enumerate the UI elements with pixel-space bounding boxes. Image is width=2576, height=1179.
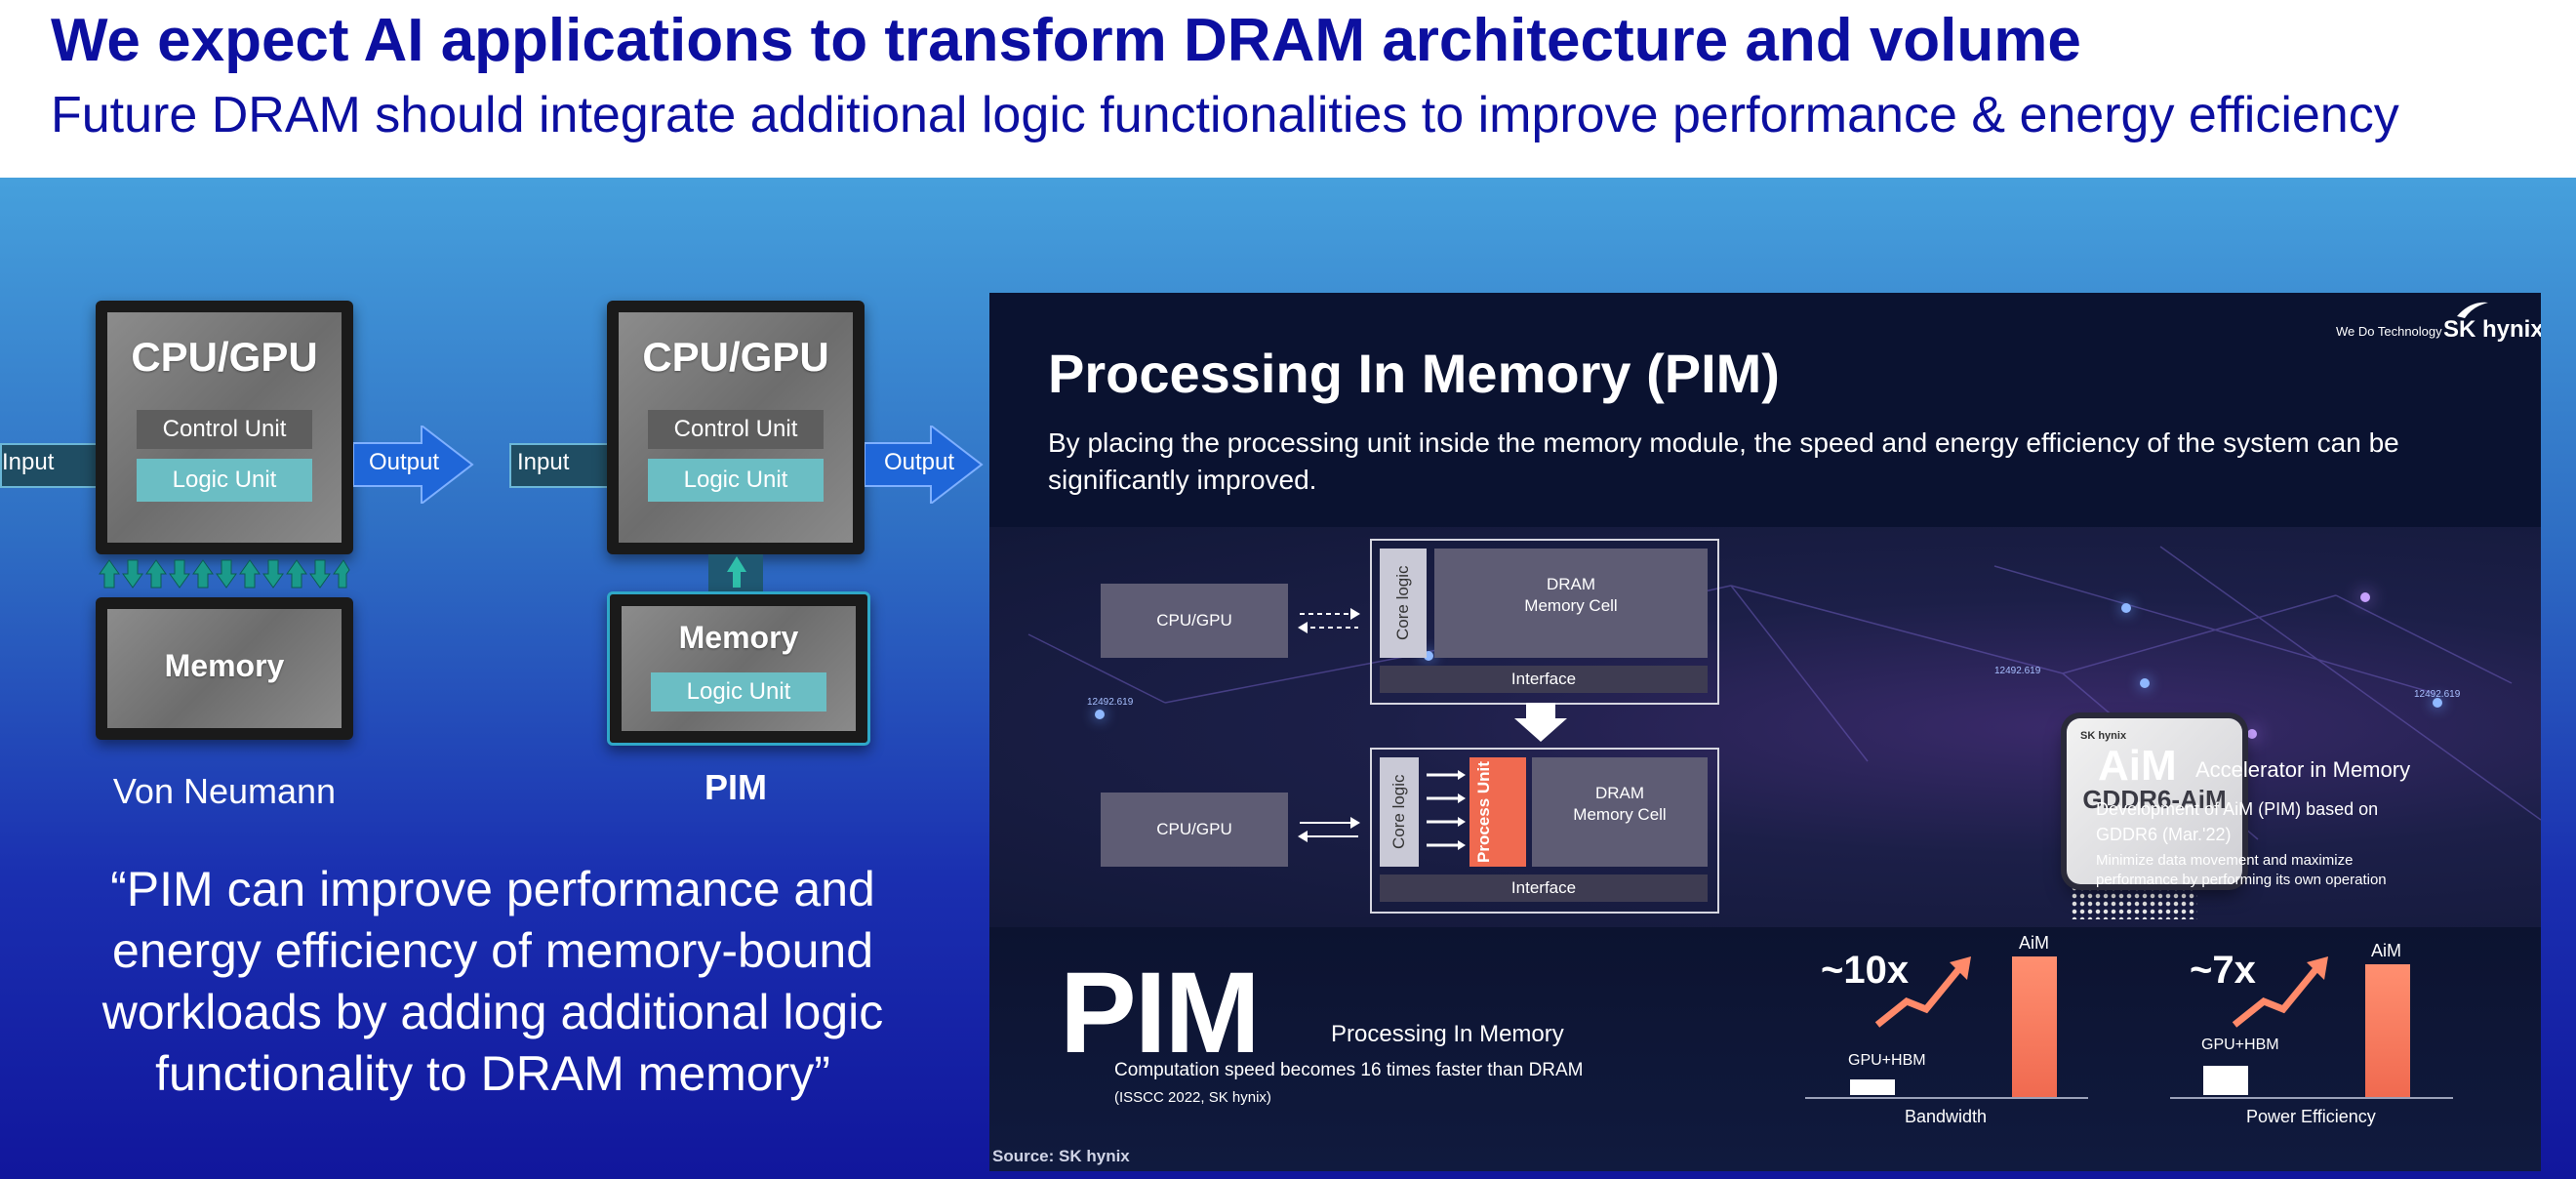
bottom-cpu-box: CPU/GPU <box>1101 793 1288 867</box>
bandwidth-label: Bandwidth <box>1905 1107 1988 1126</box>
brand-tagline: We Do Technology <box>2336 324 2442 339</box>
bandwidth-baseline-label: GPU+HBM <box>1848 1052 1926 1069</box>
top-core-logic: Core logic <box>1380 549 1427 658</box>
chip-brand: SK hynix <box>2080 730 2127 742</box>
pim-input-stub <box>509 443 615 488</box>
top-interface: Interface <box>1380 666 1708 693</box>
power-aim-label: AiM <box>2371 941 2401 960</box>
sk-hynix-panel: 12492.619 12492.619 12492.619 Processing… <box>989 293 2541 1171</box>
page-title: We expect AI applications to transform D… <box>51 7 2081 74</box>
power-trend-arrow-icon <box>2232 956 2328 1028</box>
pim-logic-unit: Logic Unit <box>648 459 824 502</box>
bandwidth-baseline-bar <box>1850 1079 1895 1095</box>
network-node <box>2247 729 2257 739</box>
power-gain: ~7x <box>2190 949 2256 992</box>
source-note: Source: SK hynix <box>992 1147 1130 1165</box>
aim-title: AiM <box>2098 742 2177 790</box>
pim-memory-chip: Memory Logic Unit <box>607 591 870 746</box>
vn-output-arrow <box>353 426 474 504</box>
power-aim-bar <box>2365 964 2410 1097</box>
bandwidth-trend-arrow-icon <box>1874 956 1971 1028</box>
brand-name: SK hynix <box>2443 316 2541 343</box>
vn-memory-label: Memory <box>164 648 285 683</box>
vn-logic-unit: Logic Unit <box>137 459 312 502</box>
pim-speed-line: Computation speed becomes 16 times faste… <box>1114 1060 1584 1080</box>
vn-input-label: Input <box>2 449 55 475</box>
pim-quote: “PIM can improve performance and energy … <box>101 862 884 1101</box>
page-subtitle: Future DRAM should integrate additional … <box>51 87 2399 143</box>
vn-input-stub <box>0 443 101 488</box>
vn-cpu-chip: CPU/GPU Control Unit Logic Unit <box>96 301 353 554</box>
power-axis <box>2170 1097 2453 1099</box>
top-dashed-arrows <box>1298 608 1360 633</box>
panel-title: Processing In Memory (PIM) <box>1048 343 1780 404</box>
vn-output-label: Output <box>369 449 440 475</box>
pim-connector-arrow <box>727 556 746 588</box>
pim-memory-label: Memory <box>678 620 799 655</box>
vn-cpu-title: CPU/GPU <box>131 334 318 380</box>
bottom-memory-frame <box>1370 748 1719 914</box>
bottom-internal-arrows <box>1427 770 1466 850</box>
bottom-solid-arrows <box>1298 817 1360 842</box>
network-node <box>1095 710 1105 719</box>
panel-description: By placing the processing unit inside th… <box>1048 427 2399 495</box>
bandwidth-gain: ~10x <box>1821 949 1910 992</box>
pim-full-name: Processing In Memory <box>1331 1021 1564 1047</box>
aim-full-name: Accelerator in Memory <box>2195 757 2411 782</box>
aim-line-2: Minimize data movement and maximize perf… <box>2096 852 2387 888</box>
process-unit: Process Unit <box>1469 757 1526 867</box>
power-label: Power Efficiency <box>2246 1107 2376 1126</box>
network-node <box>2360 592 2370 602</box>
bg-number: 12492.619 <box>1994 666 2041 676</box>
top-cpu-box: CPU/GPU <box>1101 584 1288 658</box>
pim-memory-logic-unit: Logic Unit <box>651 672 826 711</box>
power-baseline-bar <box>2203 1066 2248 1095</box>
bottom-dram-cell: DRAM Memory Cell <box>1532 757 1708 867</box>
header: We expect AI applications to transform D… <box>0 0 2576 178</box>
pim-control-unit: Control Unit <box>648 410 824 449</box>
gddr6-aim-chip: SK hynix GDDR6-AiM <box>2067 718 2242 884</box>
vn-memory-chip: Memory <box>96 597 353 740</box>
network-node <box>2433 698 2442 708</box>
pim-input-label: Input <box>517 449 570 475</box>
network-node <box>2140 678 2150 688</box>
pim-citation: (ISSCC 2022, SK hynix) <box>1114 1089 1271 1106</box>
bottom-interface: Interface <box>1380 874 1708 902</box>
network-node <box>1424 651 1433 661</box>
vn-bus-arrows <box>99 559 350 589</box>
bg-number: 12492.619 <box>2414 689 2461 700</box>
pim-label: PIM <box>704 767 767 807</box>
power-baseline-label: GPU+HBM <box>2201 1037 2279 1053</box>
main-area: Input CPU/GPU Control Unit Logic Unit Ou… <box>0 178 2576 1179</box>
pim-output-label: Output <box>884 449 955 475</box>
pim-big-label: PIM <box>1060 949 1261 1077</box>
down-arrow-icon <box>1514 703 1567 742</box>
network-node <box>2121 603 2131 613</box>
von-neumann-label: Von Neumann <box>112 771 337 811</box>
sk-hynix-logo-icon <box>2457 302 2488 318</box>
pim-cpu-chip: CPU/GPU Control Unit Logic Unit <box>607 301 865 554</box>
aim-line-1: Development of AiM (PIM) based on GDDR6 … <box>2096 799 2379 844</box>
bandwidth-aim-label: AiM <box>2019 933 2049 953</box>
bg-number: 12492.619 <box>1087 697 1134 708</box>
pim-output-arrow <box>865 426 984 504</box>
bottom-core-logic: Core logic <box>1380 757 1419 867</box>
top-dram-cell: DRAM Memory Cell <box>1434 549 1708 658</box>
bandwidth-aim-bar <box>2012 956 2057 1097</box>
vn-control-unit: Control Unit <box>137 410 312 449</box>
chip-label: GDDR6-AiM <box>2082 785 2227 814</box>
pim-cpu-title: CPU/GPU <box>642 334 829 380</box>
bandwidth-axis <box>1805 1097 2088 1099</box>
